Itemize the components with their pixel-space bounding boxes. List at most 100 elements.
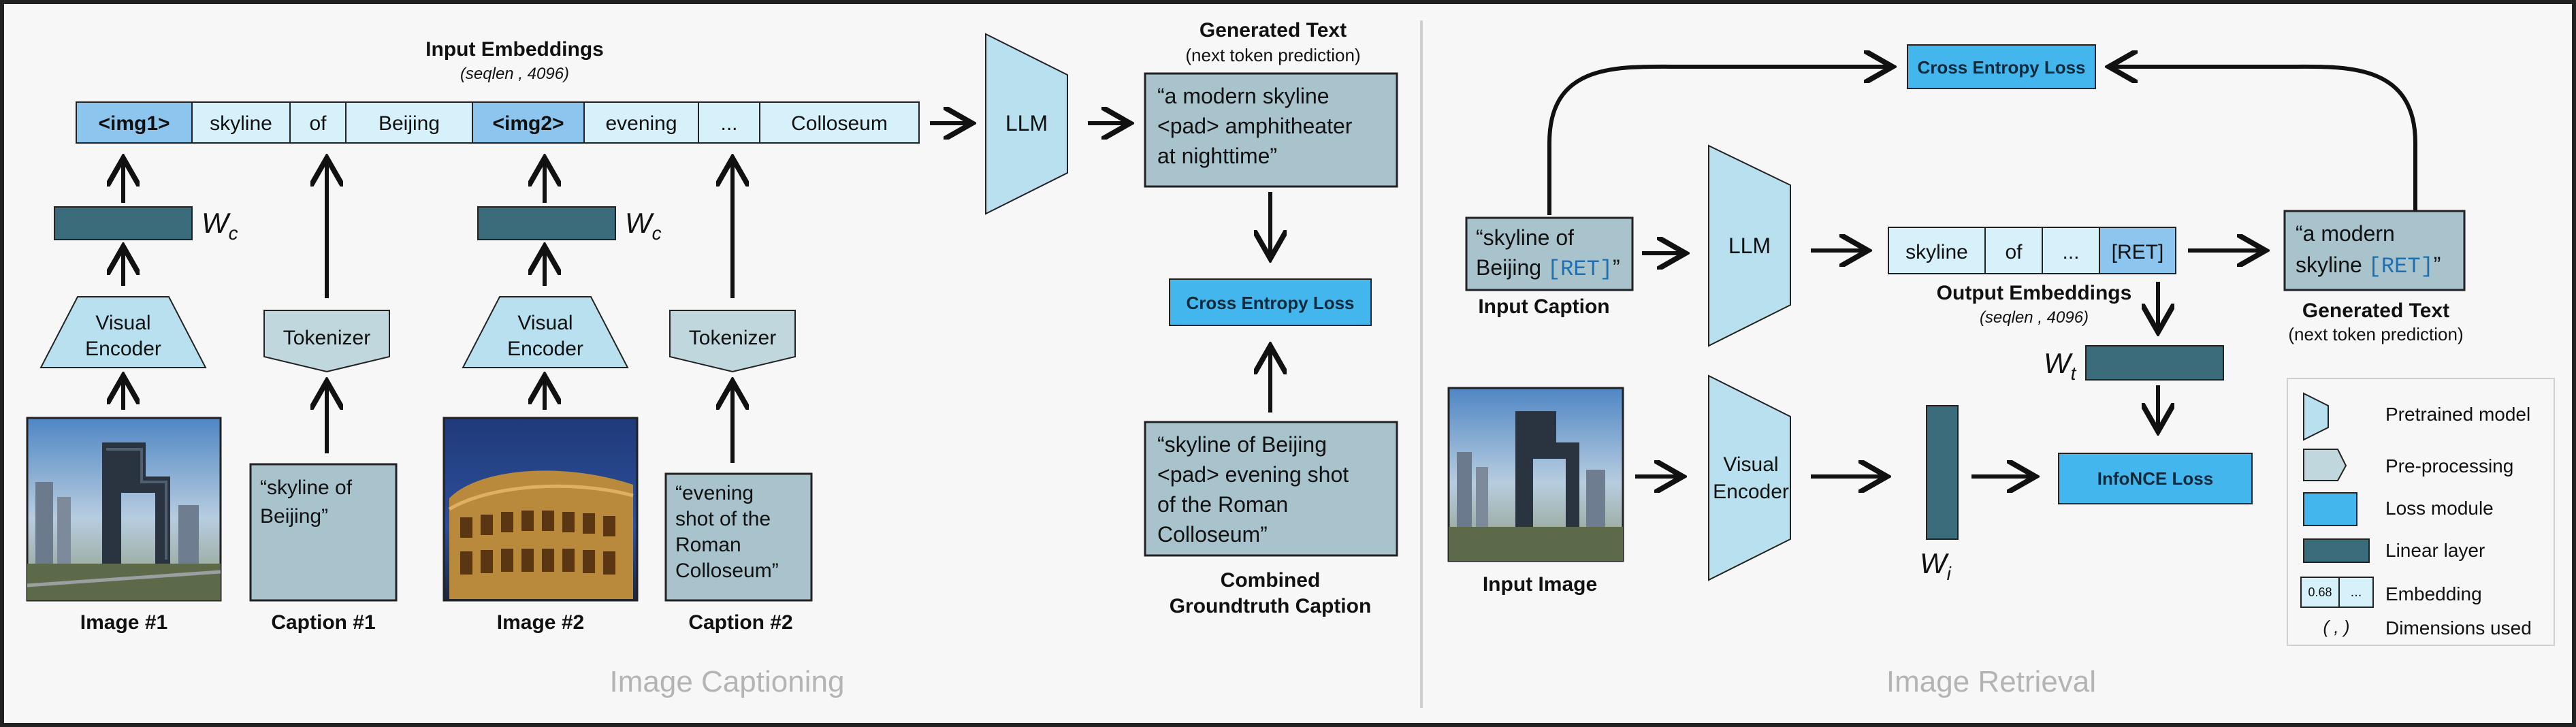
embed-token-evening: evening (605, 112, 677, 135)
image-1-beijing-photo (26, 417, 222, 602)
image-2-colosseum-photo (442, 417, 639, 602)
linear-layer-wi (1926, 405, 1959, 540)
ret-token-generated: [RET] (2368, 254, 2434, 279)
input-caption-line1: “skyline of (1476, 225, 1574, 250)
groundtruth-label-line2: Groundtruth Caption (1170, 595, 1372, 617)
generated-text-line3-left: at nighttime” (1157, 144, 1277, 168)
caption-2-label: Caption #2 (688, 611, 792, 634)
right-panel-title: Image Retrieval (1886, 665, 2096, 698)
legend-swatch-loss (2303, 492, 2357, 526)
arrow-generated-to-ce (2113, 67, 2417, 211)
legend-label-linear: Linear layer (2385, 540, 2485, 561)
caption-1-box (249, 463, 398, 602)
visual-encoder-2-line2: Encoder (507, 338, 583, 360)
generated-text-right-line1: “a modern (2296, 221, 2395, 246)
output-embeddings-dims: (seqlen , 4096) (1980, 308, 2089, 327)
input-embeddings-dims: (seqlen , 4096) (460, 65, 569, 83)
cross-entropy-loss-right (1907, 44, 2096, 89)
tokenizer-2-label: Tokenizer (689, 327, 776, 349)
input-caption-line2: Beijing [RET]” (1476, 255, 1620, 282)
out-token-ret: [RET] (2112, 241, 2164, 263)
generated-text-sublabel-right: (next token prediction) (2288, 324, 2463, 344)
linear-layer-wt (2085, 345, 2224, 381)
cross-entropy-loss-left (1169, 278, 1372, 326)
generated-text-label-right: Generated Text (2302, 300, 2449, 322)
visual-encoder-2-line1: Visual (517, 312, 573, 334)
generated-text-box-right (2283, 210, 2466, 291)
wc-label-2: Wc (625, 207, 662, 244)
visual-encoder-1 (39, 296, 207, 368)
legend: Pretrained model Pre-processing Loss mod… (2287, 378, 2555, 646)
generated-text-right-line2: skyline [RET]” (2296, 253, 2441, 279)
llm-right (1708, 144, 1791, 347)
wi-label: Wi (1920, 547, 1952, 584)
generated-text-line1-left: “a modern skyline (1157, 84, 1330, 108)
legend-embed-value: 0.68 (2308, 585, 2332, 599)
llm-right-label: LLM (1728, 233, 1771, 258)
caption-2-line1: “evening (675, 482, 754, 504)
visual-encoder-1-line2: Encoder (85, 338, 161, 360)
embed-cell-skyline (191, 101, 291, 144)
legend-swatch-preprocess (2303, 449, 2347, 481)
out-cell-skyline (1888, 227, 1986, 274)
llm-left (985, 33, 1068, 215)
output-embeddings-bar: skyline of ... [RET] (1888, 227, 2176, 274)
ret-token-input: [RET] (1547, 257, 1613, 282)
linear-layer-wc-2 (477, 206, 616, 240)
visual-encoder-1-line1: Visual (95, 312, 150, 334)
embed-token-colloseum: Colloseum (791, 112, 888, 135)
embed-token-of: of (309, 112, 327, 135)
cross-entropy-loss-left-label: Cross Entropy Loss (1186, 293, 1354, 313)
image-1-label: Image #1 (80, 611, 167, 634)
caption-1-line2: Beijing” (260, 505, 328, 528)
arrow-caption-to-ce (1547, 67, 1888, 215)
caption-2-line3: Roman (675, 534, 741, 556)
embed-token-skyline: skyline (210, 112, 272, 135)
generated-text-label-left: Generated Text (1200, 19, 1347, 42)
visual-encoder-right-line1: Visual (1723, 453, 1778, 476)
wc-sub-2: c (652, 223, 662, 244)
embed-token-img2: <img2> (492, 112, 564, 135)
wc-sub-1: c (229, 223, 238, 244)
input-caption-box (1465, 216, 1634, 291)
wi-sub: i (1947, 563, 1952, 584)
legend-symbol-dims: ( , ) (2323, 617, 2350, 637)
visual-encoder-right-line2: Encoder (1713, 481, 1789, 503)
cross-entropy-loss-right-label: Cross Entropy Loss (1917, 57, 2085, 78)
tokenizer-1 (263, 310, 390, 373)
legend-swatch-embed-cell2 (2338, 577, 2374, 608)
legend-label-pretrained: Pretrained model (2385, 404, 2530, 425)
visual-encoder-2 (462, 296, 629, 368)
input-embeddings-label: Input Embeddings (425, 38, 604, 61)
input-caption-label: Input Caption (1478, 295, 1609, 318)
input-image-beijing-photo (1447, 387, 1624, 562)
groundtruth-box (1144, 421, 1398, 557)
legend-swatch-pretrained (2303, 392, 2329, 441)
wc-label-1: Wc (202, 207, 238, 244)
legend-label-loss: Loss module (2385, 498, 2494, 519)
out-cell-of (1984, 227, 2043, 274)
input-embeddings-bar: <img1> skyline of Beijing <img2> evening… (76, 101, 920, 144)
groundtruth-line2: <pad> evening shot (1157, 462, 1349, 487)
tokenizer-1-label: Tokenizer (283, 327, 370, 349)
wt-label: Wt (2044, 347, 2077, 384)
generated-text-sublabel-left: (next token prediction) (1185, 45, 1360, 65)
groundtruth-label-line1: Combined (1221, 569, 1321, 592)
infonce-loss (2058, 453, 2253, 504)
legend-label-preprocess: Pre-processing (2385, 455, 2513, 476)
groundtruth-line4: Colloseum” (1157, 522, 1268, 547)
visual-encoder-right (1708, 374, 1791, 581)
out-token-ellipsis: ... (2062, 241, 2079, 263)
legend-embed-ellipsis: ... (2351, 585, 2362, 600)
output-embeddings-label: Output Embeddings (1937, 282, 2132, 304)
caption-1-line1: “skyline of (260, 476, 353, 499)
embed-token-beijing: Beijing (379, 112, 440, 135)
infonce-loss-label: InfoNCE Loss (2097, 468, 2213, 489)
embed-cell-colloseum (759, 101, 920, 144)
generated-text-box-left (1144, 72, 1398, 188)
legend-swatch-linear (2303, 538, 2370, 563)
embed-token-img1: <img1> (98, 112, 170, 135)
caption-2-line2: shot of the (675, 508, 771, 530)
llm-left-label: LLM (1005, 111, 1048, 135)
out-token-of: of (2005, 241, 2023, 263)
